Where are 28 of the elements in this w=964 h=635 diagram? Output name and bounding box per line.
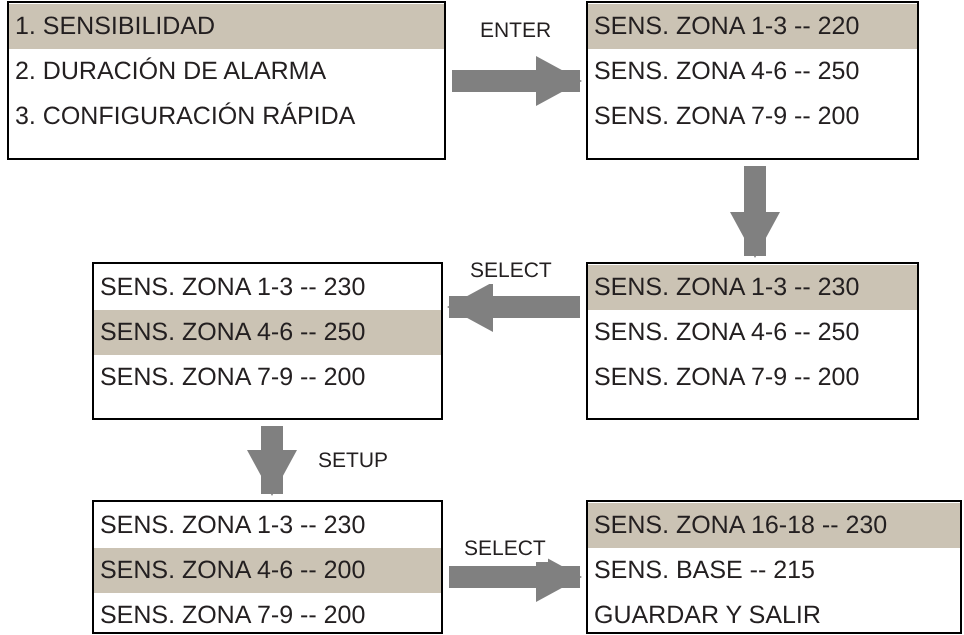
menu-item: SENS. ZONA 7-9 -- 200 bbox=[593, 101, 860, 132]
menu-item: SENS. ZONA 7-9 -- 200 bbox=[593, 362, 860, 393]
menu-item: SENS. BASE -- 215 bbox=[593, 555, 816, 586]
highlighted-menu-item: SENS. ZONA 1-3 -- 230 bbox=[588, 265, 917, 310]
screen-box bbox=[92, 500, 443, 634]
menu-item: 2. DURACIÓN DE ALARMA bbox=[14, 56, 328, 87]
screen-box bbox=[586, 1, 919, 160]
highlighted-menu-item: SENS. ZONA 4-6 -- 250 bbox=[94, 310, 441, 355]
menu-item: SENS. ZONA 4-6 -- 250 bbox=[593, 317, 860, 348]
arrow bbox=[730, 166, 780, 258]
highlighted-menu-item: SENS. ZONA 16-18 -- 230 bbox=[588, 503, 960, 548]
menu-item: SENS. ZONA 7-9 -- 200 bbox=[99, 362, 366, 393]
menu-item: SENS. ZONA 4-6 -- 250 bbox=[593, 56, 860, 87]
menu-item: 3. CONFIGURACIÓN RÁPIDA bbox=[14, 101, 356, 132]
menu-item: SENS. ZONA 1-3 -- 230 bbox=[99, 272, 366, 303]
screen-box bbox=[92, 262, 443, 420]
arrow bbox=[452, 56, 582, 106]
highlighted-menu-item: SENS. ZONA 1-3 -- 220 bbox=[588, 4, 917, 49]
screen-box bbox=[586, 262, 919, 420]
highlighted-menu-item: 1. SENSIBILIDAD bbox=[9, 4, 444, 49]
arrow bbox=[447, 282, 580, 332]
highlighted-menu-item: SENS. ZONA 4-6 -- 200 bbox=[94, 548, 441, 593]
screen-box bbox=[586, 500, 962, 634]
menu-item: SENS. ZONA 1-3 -- 230 bbox=[99, 510, 366, 541]
arrow bbox=[247, 426, 297, 496]
menu-item: SENS. ZONA 7-9 -- 200 bbox=[99, 600, 366, 631]
menu-item: GUARDAR Y SALIR bbox=[593, 600, 822, 631]
screen-box bbox=[7, 1, 446, 160]
